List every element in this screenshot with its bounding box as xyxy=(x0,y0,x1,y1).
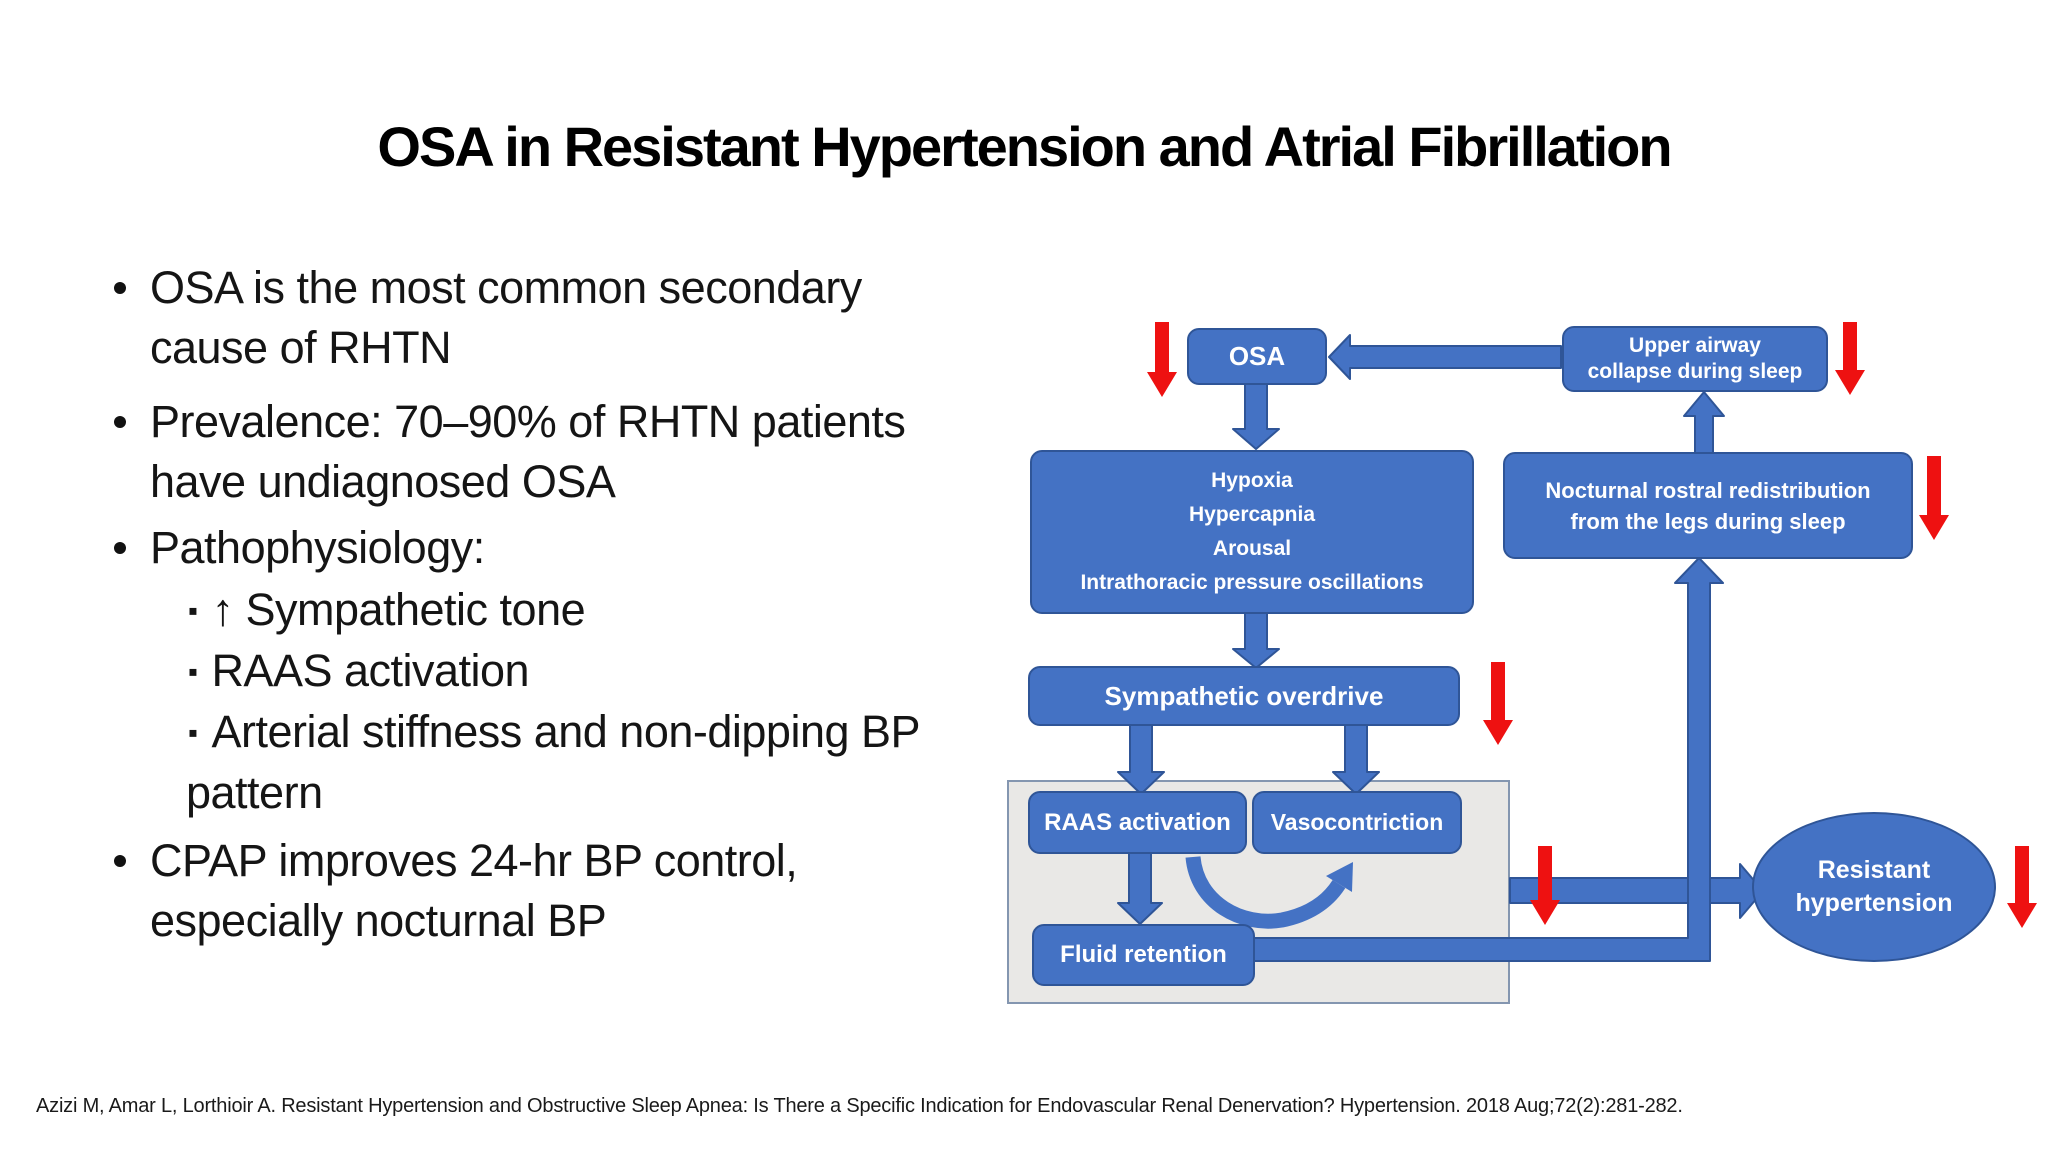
red-down-arrow-nocturnal xyxy=(1919,456,1949,540)
bullet-text: OSA is the most common secondary cause o… xyxy=(150,262,862,373)
sub-bullet-text: RAAS activation xyxy=(211,645,530,696)
node-nocturnal-line: from the legs during sleep xyxy=(1570,508,1846,534)
panel-to-resistant-hypertension-arrow xyxy=(1509,863,1764,919)
square-bullet-icon: ▪ xyxy=(188,717,198,748)
node-sympathetic-overdrive: Sympathetic overdrive xyxy=(1028,666,1460,726)
node-hypoxia-line: Hypoxia xyxy=(1211,469,1293,492)
nocturnal-to-upper-airway-arrow xyxy=(1683,391,1725,454)
bullet-text: CPAP improves 24-hr BP control, especial… xyxy=(150,835,798,946)
osa-to-hypoxia-arrow xyxy=(1232,382,1280,450)
sub-bullet-item: ▪ RAAS activation xyxy=(150,641,1012,702)
node-nocturnal-rostral-redistribution: Nocturnal rostral redistribution from th… xyxy=(1503,452,1913,559)
bullet-item: CPAP improves 24-hr BP control, especial… xyxy=(112,831,1012,951)
bullet-marker-icon xyxy=(114,282,126,294)
bullet-list: OSA is the most common secondary cause o… xyxy=(112,258,1012,965)
red-down-arrow-panel xyxy=(1530,846,1560,925)
sub-bullet-text: Arterial stiffness and non-dipping BP pa… xyxy=(186,706,921,818)
red-down-arrow-sympathetic xyxy=(1483,662,1513,745)
node-vasocontriction: Vasocontriction xyxy=(1252,791,1462,854)
bullet-item: Pathophysiology: ▪ ↑ Sympathetic tone ▪ RA… xyxy=(112,518,1012,823)
node-fluid-retention: Fluid retention xyxy=(1032,924,1255,986)
node-hypoxia-line: Intrathoracic pressure oscillations xyxy=(1080,571,1424,594)
bullet-marker-icon xyxy=(114,855,126,867)
node-raas-activation: RAAS activation xyxy=(1028,791,1247,854)
square-bullet-icon: ▪ xyxy=(188,656,198,687)
node-hypoxia-line: Arousal xyxy=(1212,537,1292,560)
bullet-text: Pathophysiology: xyxy=(150,522,485,573)
red-down-arrow-resistant-hypertension xyxy=(2007,846,2037,928)
bullet-marker-icon xyxy=(114,416,126,428)
node-resistant-hypertension: Resistant hypertension xyxy=(1752,812,1996,962)
node-hypoxia-line: Hypercapnia xyxy=(1188,503,1316,526)
bullet-item: Prevalence: 70–90% of RHTN patients have… xyxy=(112,392,1012,512)
node-osa-label: OSA xyxy=(1228,341,1286,371)
node-vasocontriction-label: Vasocontriction xyxy=(1270,809,1444,835)
node-raas-label: RAAS activation xyxy=(1044,808,1231,836)
red-down-arrow-osa xyxy=(1147,322,1177,397)
node-osa: OSA xyxy=(1187,328,1327,385)
sub-bullet-text: ↑ Sympathetic tone xyxy=(211,584,586,635)
hypoxia-to-sympathetic-arrow xyxy=(1232,612,1280,669)
node-upper-airway-collapse: Upper airway collapse during sleep xyxy=(1562,326,1828,392)
sub-bullet-list: ▪↑ Sympathetic tone ▪RAAS activation ▪Ar… xyxy=(150,580,1012,823)
sub-bullet-item: ▪Arterial stiffness and non-dipping BP p… xyxy=(150,702,1012,823)
node-hypoxia-hypercapnia: Hypoxia Hypercapnia Arousal Intrathoraci… xyxy=(1030,450,1474,614)
citation: Azizi M, Amar L, Lorthioir A. Resistant … xyxy=(36,1095,1683,1117)
upper-airway-to-osa-arrow xyxy=(1328,334,1562,380)
node-fluid-label: Fluid retention xyxy=(1060,941,1227,968)
node-resistant-line: hypertension xyxy=(1795,889,1953,917)
pathophysiology-diagram: OSA Upper airway collapse during sleep H… xyxy=(980,230,2048,1040)
page-title: OSA in Resistant Hypertension and Atrial… xyxy=(377,115,1672,178)
bullet-marker-icon xyxy=(114,542,126,554)
node-nocturnal-line: Nocturnal rostral redistribution xyxy=(1545,477,1871,503)
node-upper-airway-line: collapse during sleep xyxy=(1587,360,1803,383)
node-sympathetic-label: Sympathetic overdrive xyxy=(1104,680,1384,711)
red-down-arrow-upper-airway xyxy=(1835,322,1865,395)
sub-bullet-item: ▪ ↑ Sympathetic tone xyxy=(150,580,1012,641)
bullet-item: OSA is the most common secondary cause o… xyxy=(112,258,1012,378)
square-bullet-icon: ▪ xyxy=(188,595,198,626)
bullet-text: Prevalence: 70–90% of RHTN patients have… xyxy=(150,396,906,507)
node-resistant-line: Resistant xyxy=(1817,856,1931,884)
node-upper-airway-line: Upper airway xyxy=(1629,334,1761,357)
